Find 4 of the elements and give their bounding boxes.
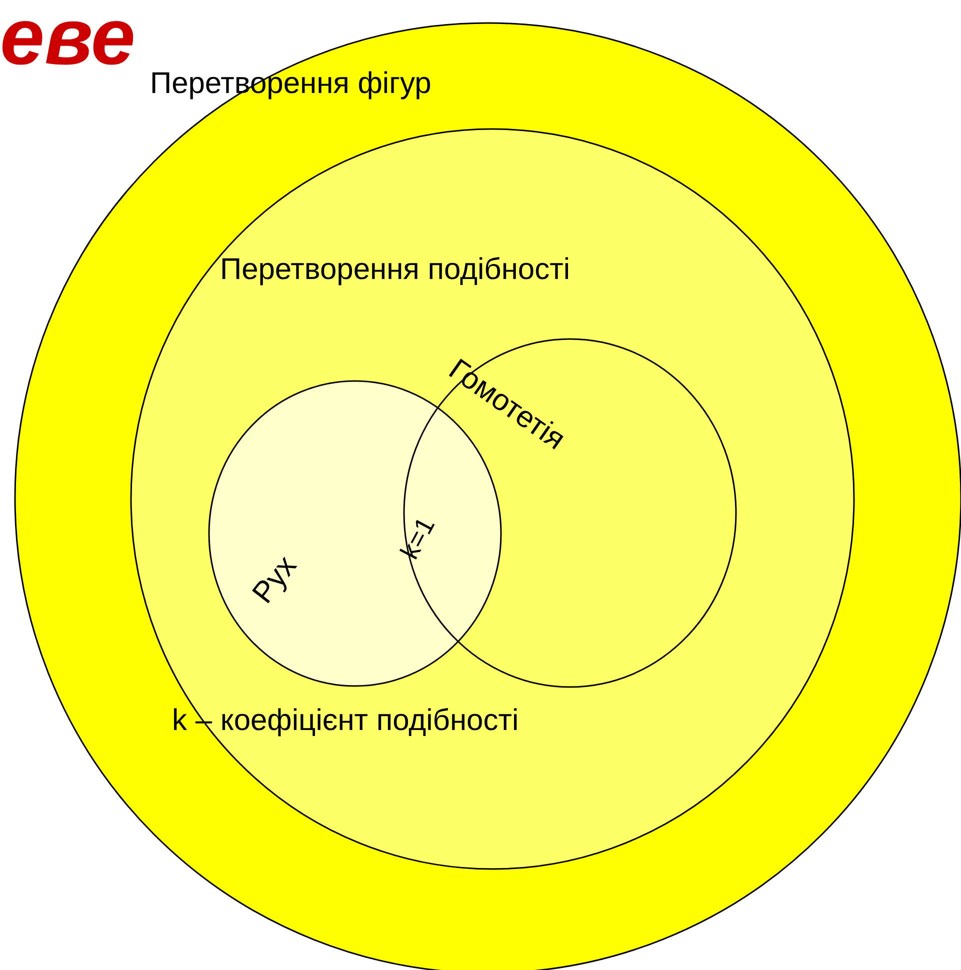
heading-fragment: еве — [0, 0, 136, 82]
overlap-label: k=1 — [394, 512, 441, 564]
set-title: Перетворення подібності — [220, 253, 570, 287]
set-label: Рух — [246, 550, 304, 610]
